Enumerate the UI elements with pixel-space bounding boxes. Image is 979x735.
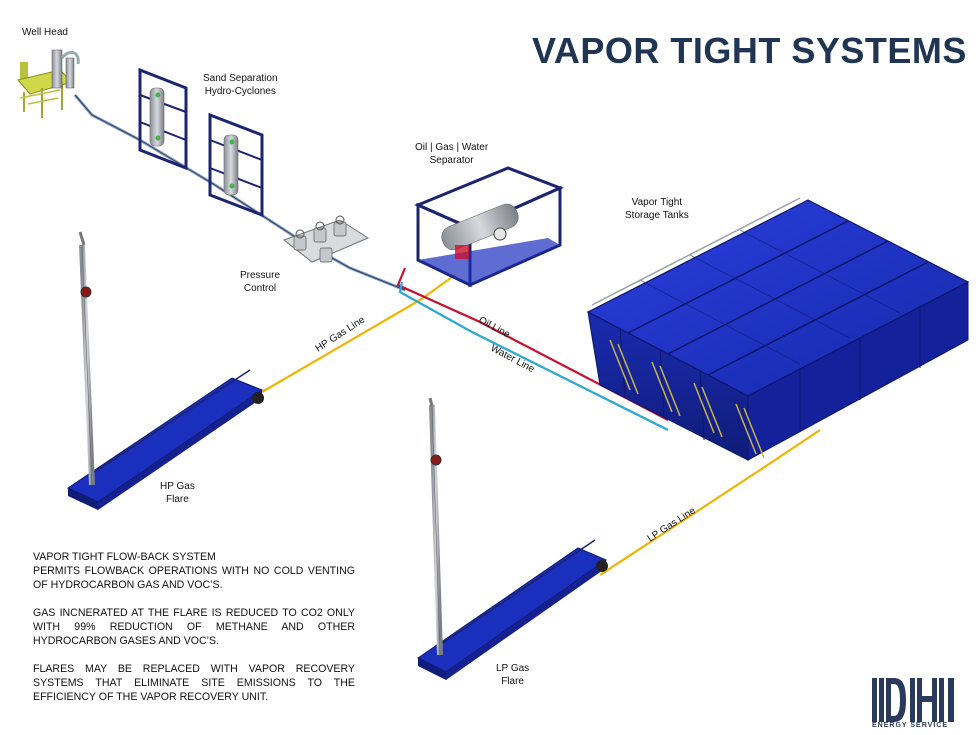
pressure-control-line1: Pressure xyxy=(240,270,281,281)
hp-gas-line xyxy=(261,274,456,393)
description-heading: VAPOR TIGHT FLOW-BACK SYSTEM xyxy=(33,551,216,563)
hp-gas-flare-label: HP Gas Flare xyxy=(160,480,195,506)
well-head-label: Well Head xyxy=(22,26,68,39)
storage-tank-array xyxy=(586,197,970,461)
description-p1-text: PERMITS FLOWBACK OPERATIONS WITH NO COLD… xyxy=(33,565,355,591)
lp-gas-flare-line1: LP Gas xyxy=(496,663,530,674)
storage-tanks-label: Vapor Tight Storage Tanks xyxy=(625,196,689,222)
water-line xyxy=(398,281,669,431)
sand-separation-line1: Sand Separation xyxy=(203,73,278,84)
well-head-text: Well Head xyxy=(22,27,68,38)
sand-separation-label: Sand Separation Hydro-Cyclones xyxy=(203,72,278,98)
separator-line2: Separator xyxy=(429,155,474,166)
oil-line xyxy=(396,267,669,421)
hydro-cyclone-2 xyxy=(208,112,264,218)
pressure-control-line2: Control xyxy=(243,283,277,294)
dhi-logo xyxy=(872,678,954,722)
pressure-control-label: Pressure Control xyxy=(240,269,280,295)
hp-flare-trailer xyxy=(66,231,264,510)
description-paragraph-3: FLARES MAY BE REPLACED WITH VAPOR RECOVE… xyxy=(33,663,355,703)
separator-label: Oil | Gas | Water Separator xyxy=(415,141,488,167)
lp-flare-trailer xyxy=(417,397,608,680)
hp-gas-flare-line2: Flare xyxy=(166,494,189,505)
inlet-pipe-edge xyxy=(74,94,406,291)
logo-subtitle: ENERGY SERVICE xyxy=(872,722,948,729)
description-paragraph-1: VAPOR TIGHT FLOW-BACK SYSTEM PERMITS FLO… xyxy=(33,550,355,592)
lp-gas-line xyxy=(599,429,821,576)
storage-tanks-line2: Storage Tanks xyxy=(625,210,689,221)
lp-gas-flare-line2: Flare xyxy=(501,676,524,687)
separator-line1: Oil | Gas | Water xyxy=(415,142,489,153)
lp-gas-line-label: LP Gas Line xyxy=(646,505,698,544)
well-head-equipment xyxy=(17,49,80,118)
lp-gas-flare-label: LP Gas Flare xyxy=(496,662,529,688)
description-block: VAPOR TIGHT FLOW-BACK SYSTEM PERMITS FLO… xyxy=(33,550,355,718)
hydro-cyclone-1 xyxy=(138,67,188,171)
separator-skid xyxy=(414,166,564,288)
sand-separation-line2: Hydro-Cyclones xyxy=(204,86,276,97)
description-paragraph-2: GAS INCNERATED AT THE FLARE IS REDUCED T… xyxy=(33,607,355,647)
pressure-control-manifold xyxy=(282,215,370,263)
inlet-pipe xyxy=(73,94,406,292)
page-title: VAPOR TIGHT SYSTEMS xyxy=(532,30,967,71)
storage-tanks-line1: Vapor Tight xyxy=(631,197,683,208)
hp-gas-flare-line1: HP Gas xyxy=(160,481,195,492)
